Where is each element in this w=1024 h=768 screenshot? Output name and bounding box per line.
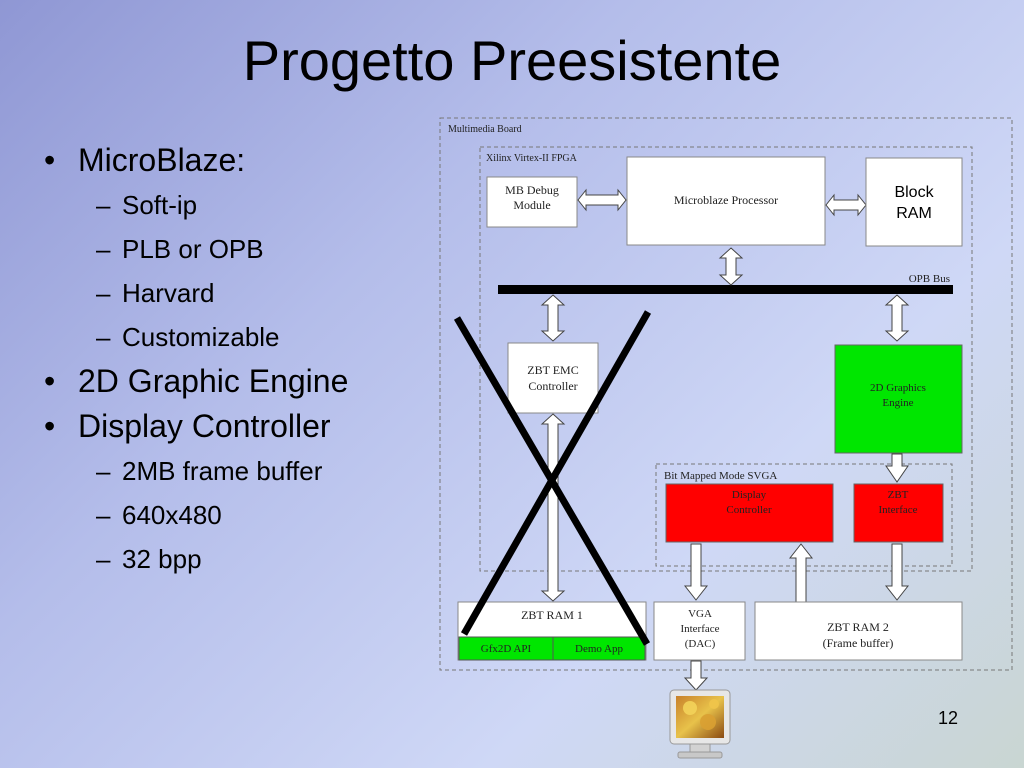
- zbt-emc-label-line1: ZBT EMC: [527, 363, 578, 377]
- double-arrow-icon: [540, 413, 566, 602]
- graphics-engine-label-line1: 2D Graphics: [870, 382, 926, 394]
- arrow-down-icon: [884, 543, 910, 601]
- gfx2d-api-label: Gfx2D API: [481, 643, 532, 655]
- display-controller-label-line1: Display: [732, 489, 767, 501]
- 2d-graphics-engine-box: [834, 344, 963, 454]
- arrow-down-icon: [683, 543, 709, 601]
- double-arrow-icon: [884, 294, 910, 342]
- double-arrow-icon: [825, 193, 867, 217]
- mb-debug-label-line2: Module: [513, 198, 550, 212]
- zbt-ram2-box: [754, 601, 963, 661]
- subbullet-plb-opb: PLB or OPB: [40, 227, 440, 271]
- zbt-ram2-label-line2: (Frame buffer): [823, 636, 894, 650]
- bullet-list: MicroBlaze: Soft-ip PLB or OPB Harvard C…: [40, 138, 440, 581]
- subbullet-harvard: Harvard: [40, 271, 440, 315]
- double-arrow-icon: [577, 188, 627, 212]
- zbt-interface-label-line1: ZBT: [888, 489, 909, 501]
- zbt-emc-controller-box: [507, 342, 599, 414]
- vga-interface-box: [653, 601, 746, 661]
- zbt-interface-box: [853, 483, 944, 543]
- fpga-label: Xilinx Virtex-II FPGA: [486, 153, 578, 164]
- subbullet-customizable: Customizable: [40, 315, 440, 359]
- svga-label: Bit Mapped Mode SVGA: [664, 470, 777, 482]
- cross-line: [460, 310, 652, 636]
- block-ram-label-line2: RAM: [896, 205, 932, 222]
- microblaze-processor-box: [626, 156, 826, 246]
- multimedia-board-frame: [439, 117, 1013, 671]
- demo-app-label: Demo App: [575, 643, 623, 655]
- zbt-ram1-label: ZBT RAM 1: [521, 608, 583, 622]
- display-controller-label-line2: Controller: [726, 504, 772, 516]
- subbullet-bpp: 32 bpp: [40, 537, 440, 581]
- arrow-down-icon: [683, 660, 709, 691]
- vga-label-line2: Interface: [680, 623, 719, 635]
- arrow-down-icon: [885, 453, 909, 483]
- arrow-up-icon: [788, 543, 814, 603]
- block-ram-box: [865, 157, 963, 247]
- demo-app-cell: [552, 636, 646, 661]
- mb-debug-module-box: [486, 176, 578, 228]
- block-ram-label-line1: Block: [894, 184, 934, 201]
- opb-bus: [498, 285, 953, 294]
- microblaze-label: Microblaze Processor: [674, 193, 778, 207]
- graphics-engine-label-line2: Engine: [882, 397, 913, 409]
- zbt-ram2-label-line1: ZBT RAM 2: [827, 620, 889, 634]
- vga-label-line1: VGA: [688, 608, 712, 620]
- multimedia-board-label: Multimedia Board: [448, 124, 522, 135]
- monitor-icon: [669, 689, 731, 759]
- display-controller-box: [665, 483, 834, 543]
- bullet-2d-graphic-engine: 2D Graphic Engine: [40, 359, 440, 404]
- mb-debug-label-line1: MB Debug: [505, 183, 559, 197]
- subbullet-soft-ip: Soft-ip: [40, 183, 440, 227]
- zbt-interface-label-line2: Interface: [878, 504, 917, 516]
- slide-title: Progetto Preesistente: [242, 29, 782, 92]
- opb-bus-label: OPB Bus: [909, 273, 950, 285]
- bullet-display-controller: Display Controller: [40, 404, 440, 449]
- page-number: 12: [938, 708, 959, 728]
- subbullet-frame-buffer: 2MB frame buffer: [40, 449, 440, 493]
- zbt-emc-label-line2: Controller: [528, 379, 577, 393]
- double-arrow-icon: [718, 247, 744, 286]
- bullet-microblaze: MicroBlaze:: [40, 138, 440, 183]
- double-arrow-icon: [540, 294, 566, 342]
- subbullet-resolution: 640x480: [40, 493, 440, 537]
- vga-label-line3: (DAC): [685, 638, 716, 650]
